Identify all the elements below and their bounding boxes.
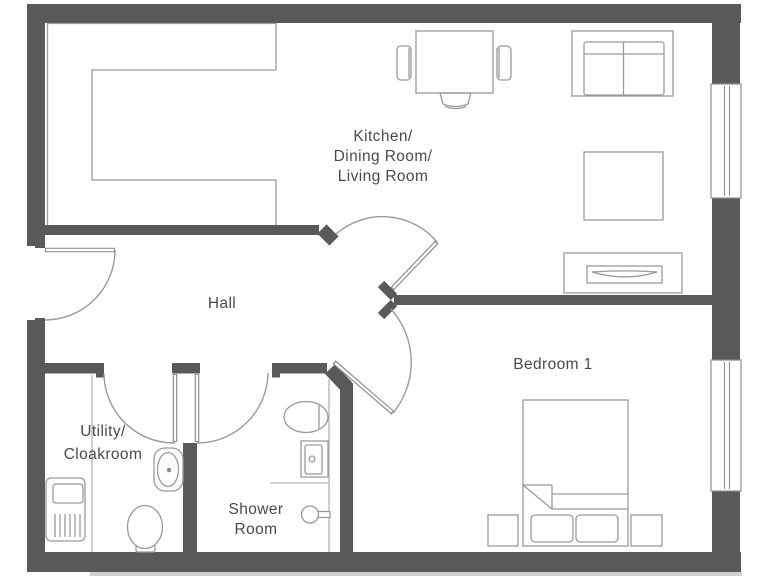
label-shower-line1: Shower xyxy=(229,501,284,518)
label-bedroom1: Bedroom 1 xyxy=(513,356,592,373)
wall-shower-bedroom xyxy=(340,383,353,552)
label-kitchen-line2: Dining Room/ xyxy=(334,148,433,165)
dining-chair-right xyxy=(496,45,512,81)
kitchen-counter xyxy=(46,22,277,225)
tap-circle xyxy=(308,455,316,463)
label-utility-line1: Utility/ xyxy=(80,423,126,440)
wall-bottom xyxy=(27,552,741,572)
wall-utility-shower-divider xyxy=(183,443,197,552)
rug-square xyxy=(583,151,664,221)
dining-set xyxy=(396,30,512,110)
doorstop-chevron-upper xyxy=(377,280,398,301)
tap-dot xyxy=(166,467,172,473)
duvet-fold xyxy=(522,484,628,510)
shower-head xyxy=(300,505,331,524)
washing-machine-vents xyxy=(54,514,81,537)
utility-basin xyxy=(153,447,184,492)
windows xyxy=(710,83,742,492)
wall-utility-stub xyxy=(45,363,104,374)
wall-bedroom-north xyxy=(394,295,712,305)
doorstop-front-bottom xyxy=(35,318,45,324)
dining-chair-bottom xyxy=(439,92,472,110)
doorstop-front-top xyxy=(35,242,45,248)
shower-toilet xyxy=(283,400,329,434)
partition-lines xyxy=(91,375,330,552)
tv-unit xyxy=(563,252,683,294)
label-hall: Hall xyxy=(208,295,236,312)
wall-left-lower xyxy=(27,320,45,572)
window-bedroom xyxy=(710,359,742,492)
washing-machine xyxy=(45,477,86,542)
bottom-shadow xyxy=(90,572,742,576)
doorstop-utility xyxy=(96,373,104,378)
utility-door xyxy=(103,373,178,444)
dining-table xyxy=(415,30,494,94)
exterior-walls xyxy=(27,4,741,572)
doors xyxy=(44,215,439,444)
wall-top xyxy=(27,4,741,23)
nightstand-right xyxy=(630,514,663,547)
nightstand-left xyxy=(487,514,519,547)
wall-left-upper xyxy=(27,4,45,246)
shower-room-door xyxy=(194,372,269,444)
sofa xyxy=(571,30,674,97)
tv-screen xyxy=(591,270,658,278)
pillow-right xyxy=(575,514,619,543)
doorstop-shower xyxy=(272,373,280,378)
pillow-left xyxy=(530,514,574,543)
wall-hall-kitchen-chamfer xyxy=(317,224,339,246)
living-room-door xyxy=(335,215,439,291)
window-living-room xyxy=(710,83,742,199)
wall-mid-stub xyxy=(172,363,200,374)
front-door xyxy=(44,247,116,321)
label-kitchen-line3: Living Room xyxy=(338,168,429,185)
shower-basin xyxy=(300,440,329,478)
label-kitchen-line1: Kitchen/ xyxy=(353,128,412,145)
dining-chair-left xyxy=(396,45,412,81)
utility-toilet xyxy=(126,504,164,553)
bedroom-door xyxy=(332,308,412,415)
wall-shower-stub xyxy=(272,363,327,374)
wall-hall-kitchen xyxy=(27,225,319,235)
wall-right-middle xyxy=(712,198,740,360)
room-labels: Kitchen/ Dining Room/ Living Room Hall U… xyxy=(64,128,593,538)
doorstop-chevron-lower xyxy=(377,299,398,320)
bed xyxy=(522,399,629,547)
label-shower-line2: Room xyxy=(235,521,278,538)
wall-right-lower xyxy=(712,491,740,572)
interior-walls xyxy=(27,224,712,552)
wall-right-upper xyxy=(712,4,740,84)
label-utility-line2: Cloakroom xyxy=(64,446,143,463)
